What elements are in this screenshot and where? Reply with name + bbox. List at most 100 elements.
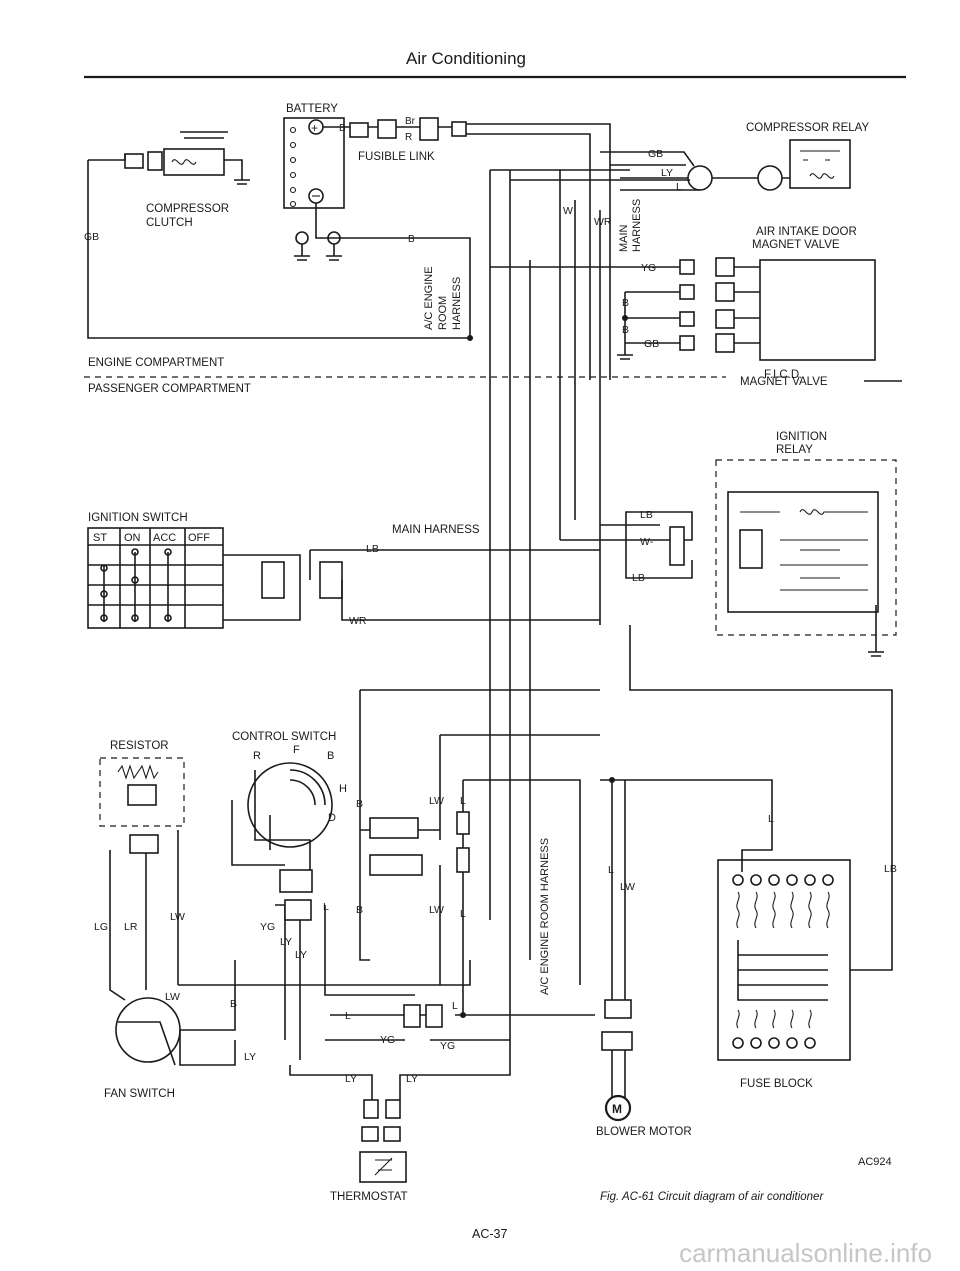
ignition-pos-off: OFF — [188, 532, 210, 544]
lower-run — [325, 1014, 595, 1041]
junction-dot — [467, 335, 473, 341]
wire-ly-cs: LY — [280, 936, 292, 948]
compressor-relay-box — [789, 139, 851, 189]
ignition-switch-label: IGNITION SWITCH — [88, 512, 188, 524]
ignition-switch-connector — [261, 561, 285, 599]
resistor-label: RESISTOR — [110, 740, 169, 752]
wire-b-valve-2: B — [622, 324, 629, 336]
ignition-switch-table — [87, 527, 224, 629]
air-intake-label-1: AIR INTAKE DOOR — [756, 226, 857, 238]
ground-connector-icon — [295, 231, 309, 245]
wire-ly-relay: LY — [661, 167, 673, 179]
figure-caption: Fig. AC-61 Circuit diagram of air condit… — [600, 1191, 824, 1203]
magnet-valve-body — [759, 259, 876, 361]
wire-gb-relay: GB — [648, 148, 663, 160]
fusible-link-end — [451, 121, 467, 137]
relay-contacts-icon — [800, 150, 840, 179]
yg-connector-1 — [403, 1004, 421, 1028]
control-switch-plug — [284, 899, 312, 921]
wire-wr-main: WR — [349, 615, 367, 627]
wire-lw-conn-2: LW — [429, 904, 444, 916]
ignition-switch-out — [223, 554, 301, 621]
wire-l-blower: L — [608, 864, 614, 876]
control-switch-arc — [289, 769, 326, 806]
ac-engine-room-harness-label-3: HARNESS — [451, 277, 463, 330]
wire-b-conn: B — [356, 798, 363, 810]
wire-yg-valve: YG — [641, 262, 656, 274]
trunk-top-ties — [490, 169, 690, 181]
fuse-bus-bars — [737, 940, 828, 1001]
valve-ground — [617, 345, 633, 360]
resistor-outline — [99, 757, 185, 827]
wire-ly-thermo-1: LY — [345, 1073, 357, 1085]
wire-l-lower: L — [345, 1010, 351, 1022]
wire-ly-thermo-2: LY — [406, 1073, 418, 1085]
watermark: carmanualsonline.info — [679, 1238, 932, 1268]
ignition-relay-outline — [715, 459, 897, 636]
ignition-relay-ground — [868, 605, 884, 657]
thermostat-plug-2 — [385, 1099, 401, 1119]
wire-lr: LR — [124, 921, 138, 933]
blower-motor-icon — [604, 1094, 632, 1122]
fusible-link-label: FUSIBLE LINK — [358, 151, 435, 163]
wire-lw-fan: LW — [165, 991, 180, 1003]
ac-engine-room-full-label: A/C ENGINE ROOM HARNESS — [539, 838, 551, 995]
wire-br: Br — [405, 116, 416, 127]
wire-lb-main: LB — [366, 543, 379, 555]
ac-engine-room-harness-label-1: A/C ENGINE — [423, 266, 435, 330]
lb-w-wires — [560, 511, 693, 579]
main-harness-wires — [309, 549, 600, 621]
relay-wires — [600, 151, 790, 191]
ignition-relay-label-1: IGNITION — [776, 431, 827, 443]
thermostat-label: THERMOSTAT — [330, 1191, 408, 1203]
resistor-element-icon — [117, 764, 159, 780]
compressor-clutch-icon — [88, 131, 250, 185]
ground-symbols — [294, 244, 342, 261]
fusible-link-connector-1 — [349, 122, 369, 138]
connector-upper — [369, 817, 419, 839]
header-title: Air Conditioning — [406, 49, 526, 68]
ignition-switch-contacts — [103, 552, 169, 622]
compressor-relay-label: COMPRESSOR RELAY — [746, 122, 869, 134]
blower-motor-label: BLOWER MOTOR — [596, 1126, 692, 1138]
ac-engine-room-harness-label-group: A/C ENGINE ROOM HARNESS — [423, 266, 463, 330]
wire-yg-lower: YG — [380, 1034, 395, 1046]
ficd-label-1: F.I.C.D. — [764, 369, 802, 381]
blower-connector-1 — [604, 999, 632, 1019]
fuse-elements-lower — [736, 1009, 812, 1029]
wire-w-top: W — [563, 205, 573, 217]
control-switch-r: R — [253, 750, 261, 762]
battery-label: BATTERY — [286, 103, 338, 115]
battery-positive-sign: + — [311, 121, 318, 135]
resistor-wires — [109, 830, 179, 1001]
fusible-link-block — [419, 117, 439, 141]
compressor-clutch-label-1: COMPRESSOR — [146, 203, 229, 215]
wire-lg: LG — [94, 921, 108, 933]
thermostat-term-1 — [361, 1126, 379, 1142]
ignition-pos-acc: ACC — [153, 532, 176, 544]
wire-w-dash: W- — [640, 536, 654, 548]
ignition-pos-st: ST — [93, 532, 107, 544]
control-switch-h: H — [339, 783, 347, 795]
wire-yg-lower-2: YG — [440, 1040, 455, 1052]
thermostat-term-2 — [383, 1126, 401, 1142]
control-switch-f: F — [293, 744, 300, 756]
wire-b-valve: B — [622, 297, 629, 309]
control-switch-label: CONTROL SWITCH — [232, 731, 336, 743]
magnet-valve-connectors — [679, 257, 735, 353]
blower-motor-feed — [611, 1050, 626, 1098]
main-harness-connector — [319, 561, 343, 599]
fuse-block-feed — [741, 800, 773, 872]
trunk-wires — [489, 170, 601, 1000]
yg-connector-2 — [425, 1004, 443, 1028]
compressor-clutch-label-2: CLUTCH — [146, 217, 193, 229]
wire-gb-left: GB — [84, 231, 99, 243]
blower-wires — [600, 779, 773, 1000]
wire-r: R — [405, 132, 412, 143]
ignition-relay-internals — [740, 509, 868, 591]
fuse-block-label: FUSE BLOCK — [740, 1078, 813, 1090]
wire-lb-fuse: LB — [884, 863, 897, 875]
wire-yg-cs: YG — [260, 921, 275, 933]
